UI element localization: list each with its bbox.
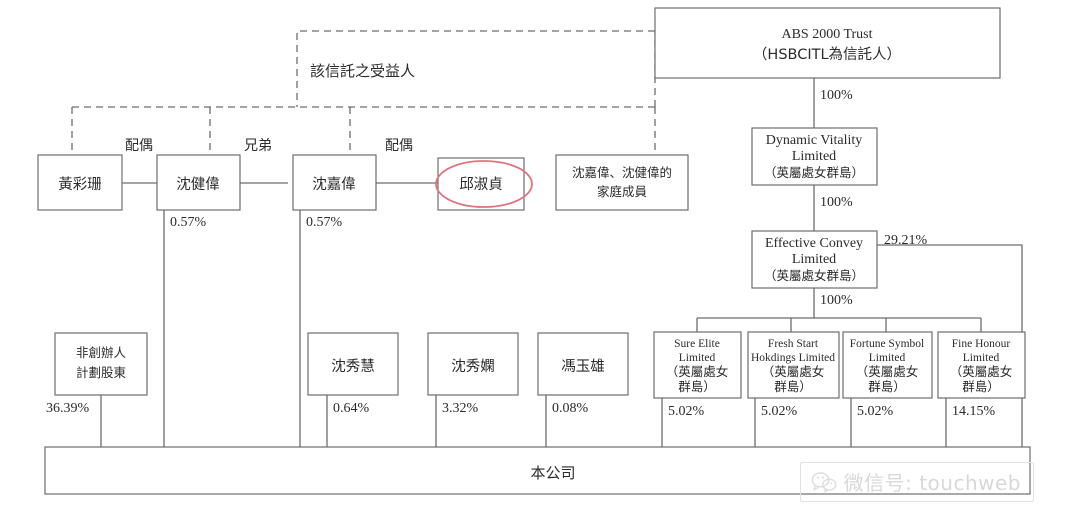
node-effective-convey-line1: Effective Convey <box>765 236 863 251</box>
node-sure-elite-line1: Sure Elite <box>674 338 720 350</box>
highlight-ellipse-qiu-shuzhen <box>435 160 533 208</box>
node-family-members-line1: 沈嘉偉、沈健偉的 <box>572 165 672 180</box>
node-sure-elite-box <box>653 331 742 399</box>
node-dynamic-vitality-line3: （英屬處女群島） <box>764 165 864 180</box>
node-fresh-start-line1: Fresh Start <box>768 338 819 350</box>
pct-effective-direct: 29.21% <box>884 233 928 248</box>
node-sure-elite: Sure Elite Limited （英屬處女 群島） <box>653 331 742 399</box>
pct-person-1: 0.57% <box>170 215 207 230</box>
node-person-2-box <box>292 154 377 211</box>
watermark-text: 微信号: touchweb <box>843 471 1021 495</box>
pct-fresh-start: 5.02% <box>761 404 798 419</box>
node-effective-convey: Effective Convey Limited （英屬處女群島） <box>751 230 878 289</box>
node-person-3-label: 邱淑貞 <box>459 176 503 193</box>
node-shareholder-3-line1: 馮玉雄 <box>561 358 605 375</box>
node-family-members-box <box>555 154 689 211</box>
node-fine-honour-line2: Limited <box>963 352 1000 364</box>
node-dynamic-vitality: Dynamic Vitality Limited （英屬處女群島） <box>751 127 878 186</box>
node-company-label: 本公司 <box>530 464 575 482</box>
node-sure-elite-line4: 群島） <box>678 379 716 394</box>
node-company-bar-box <box>44 446 1031 495</box>
pct-person-2: 0.57% <box>306 215 343 230</box>
node-dynamic-vitality-line1: Dynamic Vitality <box>766 133 863 148</box>
node-shen-xiuxian: 沈秀嫻 <box>427 332 519 396</box>
pct-sure-elite: 5.02% <box>668 404 705 419</box>
node-fortune-symbol: Fortune Symbol Limited （英屬處女 群島） <box>842 331 933 399</box>
node-effective-convey-line2: Limited <box>792 252 836 267</box>
pct-shareholder-2: 3.32% <box>442 401 479 416</box>
pct-shareholder-3: 0.08% <box>552 401 589 416</box>
beneficiary-note-label: 該信託之受益人 <box>310 62 415 80</box>
node-abs-2000-trust-line1: ABS 2000 Trust <box>781 27 872 42</box>
node-fortune-symbol-line3: （英屬處女 <box>856 364 919 379</box>
pct-effective-to-subs: 100% <box>820 293 853 308</box>
node-person-1-box <box>156 154 241 211</box>
pct-shareholder-1: 0.64% <box>333 401 370 416</box>
node-person-0-box <box>37 154 123 211</box>
node-effective-convey-line3: （英屬處女群島） <box>764 268 864 283</box>
node-non-founder-shareholders: 非創辦人 計劃股東 <box>54 332 148 396</box>
node-sure-elite-line2: Limited <box>679 352 716 364</box>
node-family-members: 沈嘉偉、沈健偉的 家庭成員 <box>555 154 689 211</box>
node-fresh-start-line4: 群島） <box>774 379 812 394</box>
node-fresh-start: Fresh Start Hokdings Limited （英屬處女 群島） <box>747 331 840 399</box>
node-fresh-start-box <box>747 331 840 399</box>
node-fortune-symbol-box <box>842 331 933 399</box>
relation-label-0: 配偶 <box>125 138 153 154</box>
node-shareholder-1-line1: 沈秀慧 <box>331 358 375 375</box>
node-shareholder-2-line1: 沈秀嫻 <box>451 358 495 375</box>
node-person-2-label: 沈嘉偉 <box>312 176 356 193</box>
pct-fortune-symbol: 5.02% <box>857 404 894 419</box>
node-company-bar: 本公司 <box>44 446 1031 495</box>
node-fine-honour-line1: Fine Honour <box>952 338 1011 350</box>
pct-trust-to-dynamic: 100% <box>820 88 853 103</box>
node-fortune-symbol-line1: Fortune Symbol <box>850 338 924 350</box>
node-person-shen-jianwei: 沈健偉 <box>156 154 241 211</box>
node-fortune-symbol-line2: Limited <box>869 352 906 364</box>
node-person-0-label: 黃彩珊 <box>58 176 102 193</box>
watermark: 微信号: touchweb <box>799 462 1034 502</box>
node-feng-yuxiong: 馮玉雄 <box>537 332 629 396</box>
node-person-1-label: 沈健偉 <box>176 176 220 193</box>
node-shareholder-2-box <box>427 332 519 396</box>
beneficiary-dashed-connectors <box>71 30 656 155</box>
node-shareholder-0-line1: 非創辦人 <box>76 345 127 360</box>
node-fine-honour-line3: （英屬處女 <box>950 364 1013 379</box>
node-person-shen-jiawei: 沈嘉偉 <box>292 154 377 211</box>
relation-label-1: 兄弟 <box>244 138 272 154</box>
wechat-icon <box>811 471 837 492</box>
node-family-members-line2: 家庭成員 <box>597 184 648 199</box>
node-abs-2000-trust-box <box>654 7 1001 79</box>
node-fortune-symbol-line4: 群島） <box>868 379 906 394</box>
node-effective-convey-box <box>751 230 878 289</box>
node-person-huang-caishan: 黃彩珊 <box>37 154 123 211</box>
dashed-trust-to-bus <box>296 30 655 107</box>
node-fresh-start-line3: （英屬處女 <box>762 364 825 379</box>
relation-label-2: 配偶 <box>385 138 413 154</box>
node-fine-honour: Fine Honour Limited （英屬處女 群島） <box>937 331 1026 399</box>
node-fine-honour-box <box>937 331 1026 399</box>
pct-fine-honour: 14.15% <box>952 404 996 419</box>
node-shen-xiuhui: 沈秀慧 <box>307 332 399 396</box>
node-shareholder-0-box <box>54 332 148 396</box>
node-shareholder-0-line2: 計劃股東 <box>76 365 127 380</box>
pct-shareholder-0: 36.39% <box>46 401 90 416</box>
node-fresh-start-line2: Hokdings Limited <box>751 352 835 364</box>
node-fine-honour-line4: 群島） <box>962 379 1000 394</box>
node-dynamic-vitality-line2: Limited <box>792 149 836 164</box>
node-shareholder-1-box <box>307 332 399 396</box>
node-sure-elite-line3: （英屬處女 <box>666 364 729 379</box>
node-abs-2000-trust-line2: （HSBCITL為信託人） <box>753 46 901 63</box>
node-abs-2000-trust: ABS 2000 Trust （HSBCITL為信託人） <box>654 7 1001 79</box>
pct-dynamic-to-effective: 100% <box>820 195 853 210</box>
node-person-qiu-shuzhen: 邱淑貞 <box>435 157 533 211</box>
node-shareholder-3-box <box>537 332 629 396</box>
